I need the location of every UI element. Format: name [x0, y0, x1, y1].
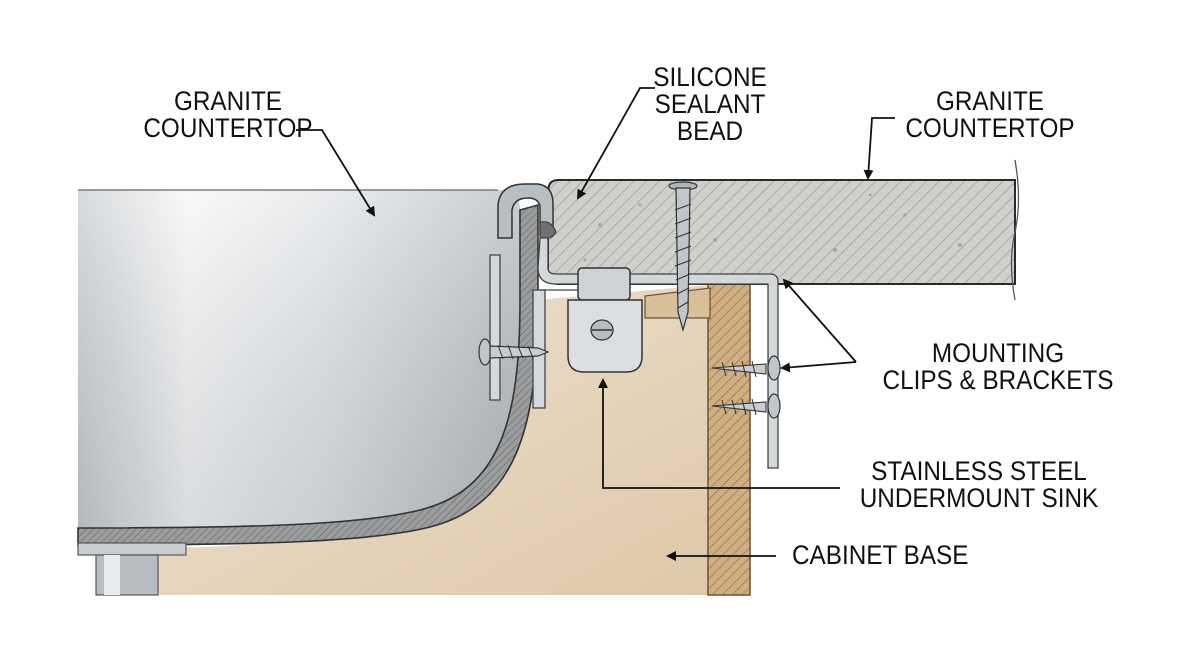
- label-silicone-sealant-bead: SILICONE SEALANT BEAD: [653, 62, 767, 146]
- label-cabinet-base: CABINET BASE: [792, 540, 969, 570]
- cabinet-side-panel: [707, 283, 751, 596]
- mounting-clip: [567, 267, 643, 373]
- leader-mounting-upper: [782, 278, 857, 363]
- leader-countertop-right: [863, 117, 895, 180]
- sink-side-bracket: [489, 254, 501, 401]
- countertop-screw: [668, 181, 698, 333]
- label-granite-countertop-right: GRANITE COUNTERTOP: [905, 86, 1075, 143]
- leader-sink: [598, 378, 840, 489]
- label-mounting-clips-brackets: MOUNTING CLIPS & BRACKETS: [882, 338, 1114, 395]
- label-granite-countertop-left: GRANITE COUNTERTOP: [143, 86, 313, 143]
- leader-countertop-left: [296, 129, 376, 217]
- leader-lines: [296, 87, 895, 561]
- leader-sealant: [577, 87, 655, 200]
- z-bracket: [537, 237, 779, 469]
- sink-bowl: [77, 183, 554, 596]
- label-stainless-steel-undermount-sink: STAINLESS STEEL UNDERMOUNT SINK: [859, 456, 1099, 513]
- sink-rim: [497, 183, 554, 239]
- leader-mounting-lower: [780, 361, 857, 373]
- cabinet-screw-lower: [711, 393, 781, 419]
- sink-side-screw: [478, 338, 550, 366]
- drain-fitting: [77, 542, 187, 596]
- mounting-clips-brackets: [478, 181, 781, 469]
- cabinet-screw-upper: [711, 355, 781, 381]
